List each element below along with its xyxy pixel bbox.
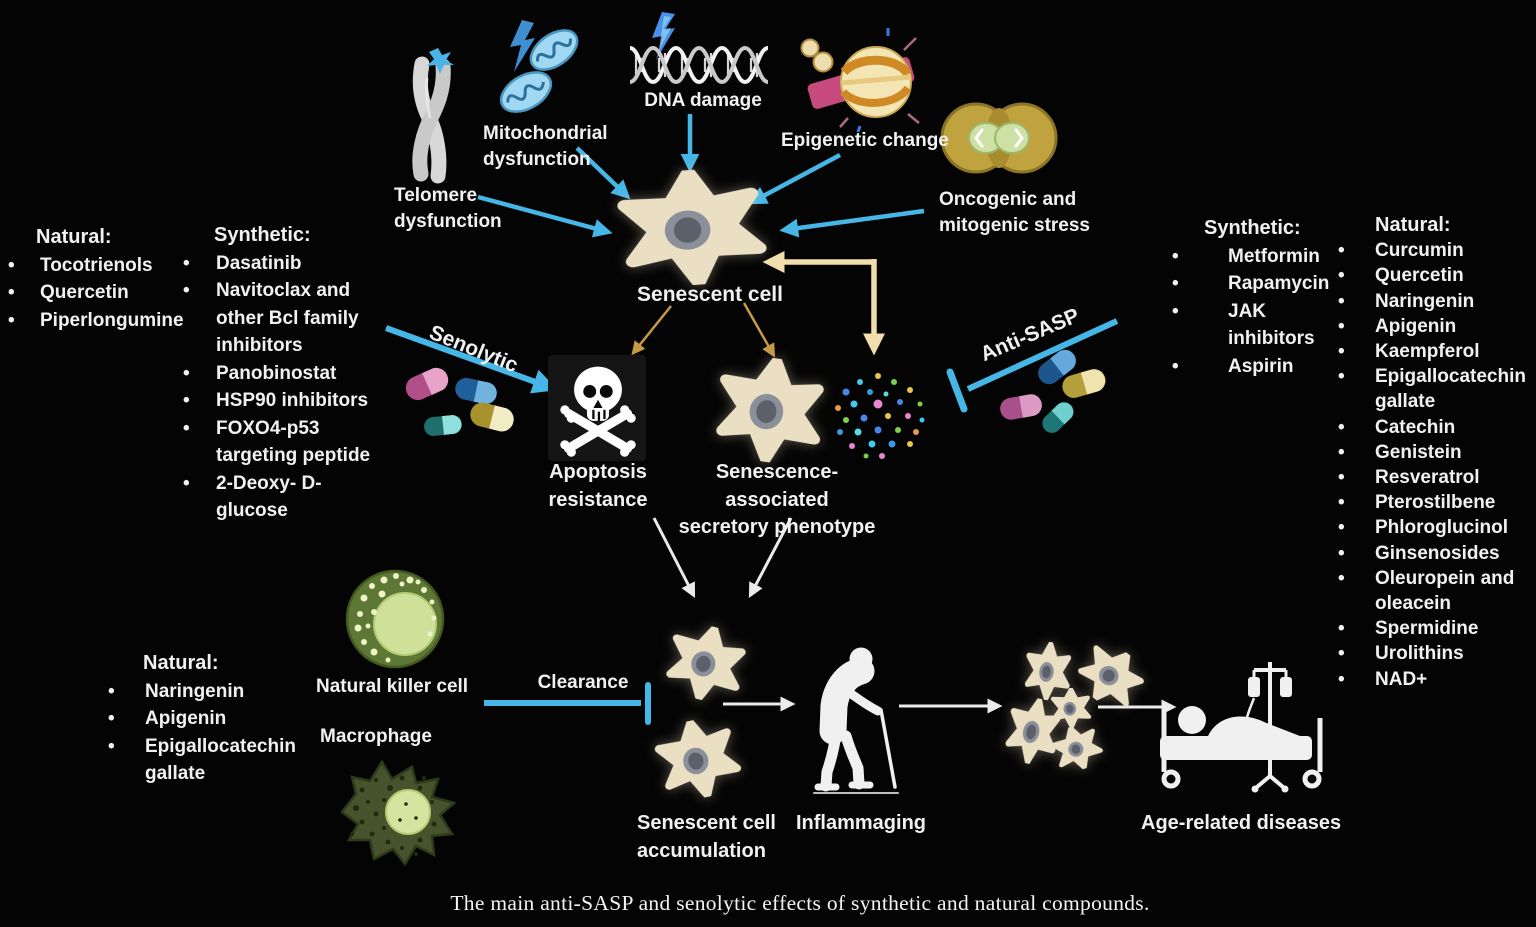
pill-icon [1062, 369, 1106, 398]
list-item: Ginsenosides [1338, 541, 1530, 566]
left-synthetic-list: Synthetic: DasatinibNavitoclax and other… [183, 222, 379, 525]
list-items: NaringeninApigeninEpigallocatechin galla… [108, 678, 308, 788]
list-item: Kaempferol [1338, 339, 1530, 364]
list-header: Natural: [1375, 214, 1451, 236]
list-item: Urolithins [1338, 641, 1530, 666]
dividing-cell-icon [940, 102, 1058, 174]
list-header: Synthetic: [214, 224, 311, 246]
list-item: Panobinostat [183, 360, 379, 388]
list-item: Apigenin [1338, 314, 1530, 339]
list-item: Spermidine [1338, 616, 1530, 641]
figure-caption: The main anti-SASP and senolytic effects… [450, 891, 1150, 915]
dna-icon [630, 45, 769, 85]
list-item: Apigenin [108, 705, 308, 733]
list-item: Genistein [1338, 440, 1530, 465]
list-items: DasatinibNavitoclax and other Bcl family… [183, 250, 379, 525]
list-item: Catechin [1338, 415, 1530, 440]
list-item: Curcumin [1338, 238, 1530, 263]
pill-icon [1000, 394, 1042, 420]
list-item: JAK inhibitors [1168, 298, 1340, 353]
senescent-cell-icon [612, 165, 772, 290]
list-item: Dasatinib [183, 250, 379, 278]
list-item: Navitoclax and other Bcl family inhibito… [183, 277, 379, 360]
inflammaging-label: Inflammaging [796, 812, 927, 834]
pill-icon [455, 377, 497, 405]
list-item: Tocotrienols [8, 252, 183, 280]
list-header: Synthetic: [1204, 217, 1301, 239]
macrophage-label: Macrophage [320, 726, 432, 747]
list-item: Oleuropein and oleacein [1338, 566, 1530, 616]
lightning-icon [510, 20, 535, 72]
list-item: Phloroglucinol [1338, 515, 1530, 540]
sasp-feedback-arrows [762, 251, 885, 356]
pill-icon [1038, 349, 1076, 385]
pill-icon [1042, 402, 1074, 433]
bottom-natural-list: Natural: NaringeninApigeninEpigallocatec… [108, 650, 308, 788]
list-item: NAD+ [1338, 667, 1530, 692]
left-natural-list: Natural: TocotrienolsQuercetinPiperlongu… [8, 224, 184, 335]
lightning-icon [652, 12, 675, 60]
histone-icon [800, 28, 920, 132]
list-item: Metformin [1168, 243, 1340, 271]
skull-crossbones-icon [560, 366, 636, 457]
chromosome-icon [412, 48, 454, 184]
senescent-outcome-arrows [631, 302, 776, 358]
list-items: MetforminRapamycinJAK inhibitorsAspirin [1168, 243, 1340, 381]
senescent-cell-label: Senescent cell [637, 283, 783, 306]
sasp-factors-icon [835, 373, 925, 459]
clearance-inhibitor-arrow [484, 682, 651, 725]
accumulation-label: Senescent cell accumulation [637, 812, 776, 862]
right-natural-list: Natural: CurcuminQuercetinNaringeninApig… [1338, 213, 1530, 692]
list-item: Quercetin [1338, 263, 1530, 288]
list-item: Aspirin [1168, 353, 1340, 381]
list-item: Piperlongumine [8, 307, 184, 335]
pill-icon [424, 415, 462, 436]
list-item: FOXO4-p53 targeting peptide [183, 415, 379, 470]
pill-icon [405, 367, 449, 401]
mitochondrial-label: Mitochondrial dysfunction [483, 123, 608, 171]
list-items: CurcuminQuercetinNaringeninApigeninKaemp… [1338, 238, 1530, 692]
macrophage-icon [340, 759, 457, 867]
list-item: Epigallocatechin gallate [108, 733, 308, 788]
list-item: Resveratrol [1338, 465, 1530, 490]
right-synthetic-list: Synthetic: MetforminRapamycinJAK inhibit… [1168, 215, 1340, 380]
oncogenic-label: Oncogenic and mitogenic stress [939, 189, 1090, 237]
sasp-label: Senescence-associated secretory phenotyp… [678, 461, 876, 539]
progression-arrows [652, 517, 1177, 715]
age-related-diseases-label: Age-related diseases [1141, 812, 1342, 834]
telomere-spark-icon [427, 48, 454, 74]
apoptosis-resistance-label: Apoptosis resistance [548, 461, 648, 511]
clearance-label: Clearance [537, 672, 629, 693]
stressor-arrows [477, 114, 925, 238]
telomere-label: Telomere dysfunction [394, 185, 502, 233]
list-header: Natural: [143, 652, 219, 674]
dna-damage-label: DNA damage [644, 90, 762, 111]
list-item: Naringenin [108, 678, 308, 706]
list-item: 2-Deoxy- D- glucose [183, 470, 379, 525]
elderly-person-icon [813, 647, 899, 794]
list-item: Rapamycin [1168, 270, 1340, 298]
senolytic-arrow [384, 325, 558, 394]
nk-cell-icon [345, 569, 445, 669]
pill-icon [470, 402, 514, 432]
sasp-cell-icon [707, 351, 832, 470]
list-item: HSP90 inhibitors [183, 387, 379, 415]
list-item: Epigallocatechin gallate [1338, 364, 1530, 414]
hospital-bed-icon [1160, 662, 1323, 793]
list-item: Naringenin [1338, 289, 1530, 314]
list-items: TocotrienolsQuercetinPiperlongumine [8, 252, 184, 335]
list-item: Quercetin [8, 279, 183, 307]
mitochondria-icon [499, 20, 579, 113]
list-item: Pterostilbene [1338, 490, 1530, 515]
list-header: Natural: [36, 226, 112, 248]
anti-sasp-inhibitor-arrow [946, 318, 1119, 413]
epigenetic-label: Epigenetic change [781, 130, 949, 151]
nk-cell-label: Natural killer cell [316, 676, 469, 697]
